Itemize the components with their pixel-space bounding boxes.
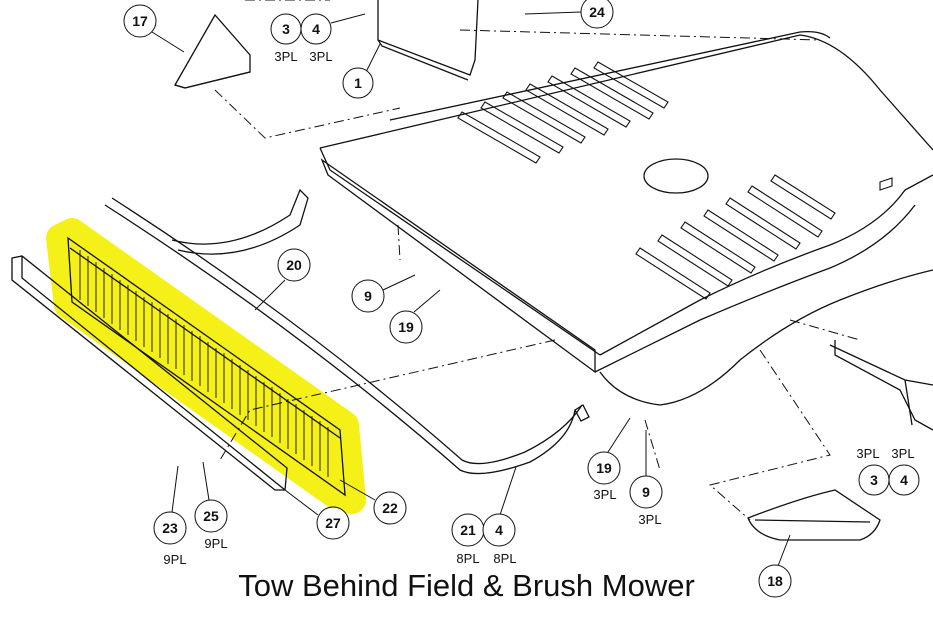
guard-chain-lines bbox=[79, 250, 329, 477]
callout-9-bottom-qty: 3PL bbox=[638, 512, 661, 527]
callout-27-number: 27 bbox=[325, 515, 341, 531]
callout-27: 27 bbox=[284, 489, 350, 540]
callout-4-bottom-number: 4 bbox=[495, 522, 503, 538]
callout-24: 24 bbox=[524, 0, 614, 29]
callout-25-qty: 9PL bbox=[204, 536, 227, 551]
callout-1-number: 1 bbox=[354, 75, 362, 91]
callout-19-mid-number: 19 bbox=[398, 319, 414, 335]
callout-4-top-qty: 3PL bbox=[309, 49, 332, 64]
callout-4-right-number: 4 bbox=[900, 472, 908, 488]
callout-18: 18 bbox=[758, 534, 792, 598]
callout-4-top: 4 3PL bbox=[300, 13, 366, 64]
callout-23-number: 23 bbox=[162, 520, 178, 536]
callout-23-qty: 9PL bbox=[163, 552, 186, 567]
callout-19-bottom-qty: 3PL bbox=[593, 487, 616, 502]
diagram-caption: Tow Behind Field & Brush Mower bbox=[238, 568, 695, 603]
callout-22: 22 bbox=[339, 479, 407, 525]
callout-4-top-number: 4 bbox=[312, 21, 320, 37]
callout-23: 23 9PL bbox=[153, 465, 187, 567]
callout-3-top: 3 3PL bbox=[270, 13, 302, 64]
callout-24-number: 24 bbox=[589, 4, 605, 20]
callout-9-bottom: 9 3PL bbox=[629, 430, 663, 527]
callout-19-bottom: 19 3PL bbox=[587, 417, 631, 502]
callout-25: 25 9PL bbox=[194, 461, 228, 551]
mower-deck bbox=[319, 0, 933, 431]
callout-22-number: 22 bbox=[382, 500, 398, 516]
callout-17: 17 bbox=[123, 4, 185, 53]
callout-25-number: 25 bbox=[203, 508, 219, 524]
callout-1: 1 bbox=[342, 43, 381, 99]
callout-9-mid: 9 bbox=[351, 274, 416, 313]
callout-4-bottom-qty: 8PL bbox=[493, 551, 516, 566]
callout-4-right-qty: 3PL bbox=[891, 446, 914, 461]
callout-4-right: 3PL 4 bbox=[888, 446, 920, 496]
callout-4-bottom: 4 8PL bbox=[482, 466, 517, 566]
callout-21-number: 21 bbox=[460, 522, 476, 538]
bumper-bar bbox=[104, 188, 590, 475]
callout-9-mid-number: 9 bbox=[364, 288, 372, 304]
callout-21: 21 8PL bbox=[451, 513, 485, 566]
callout-3-right-number: 3 bbox=[870, 472, 878, 488]
callout-20-number: 20 bbox=[286, 257, 302, 273]
callout-21-qty: 8PL bbox=[456, 551, 479, 566]
callout-18-number: 18 bbox=[767, 573, 783, 589]
callout-19-bottom-number: 19 bbox=[596, 460, 612, 476]
skid-shoe bbox=[747, 489, 881, 541]
deck-slots bbox=[457, 61, 893, 300]
assembly-leader-lines bbox=[214, 0, 861, 521]
bracket-17 bbox=[174, 13, 251, 89]
chain-guard-highlighted bbox=[46, 218, 366, 514]
callout-3-right-qty: 3PL bbox=[856, 446, 879, 461]
callout-9-bottom-number: 9 bbox=[642, 484, 650, 500]
callout-17-number: 17 bbox=[132, 13, 148, 29]
callout-3-right: 3PL 3 bbox=[856, 446, 890, 496]
callout-20: 20 bbox=[254, 248, 311, 311]
callout-3-top-qty: 3PL bbox=[274, 49, 297, 64]
callout-3-top-number: 3 bbox=[282, 21, 290, 37]
callout-19-mid: 19 bbox=[389, 289, 441, 344]
